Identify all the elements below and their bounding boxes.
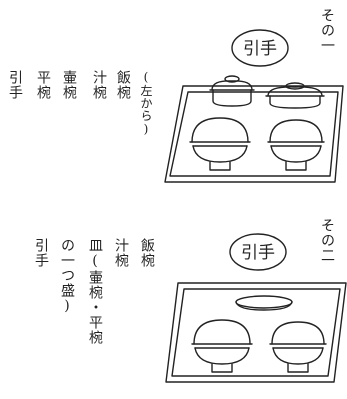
section2-tray — [165, 282, 347, 383]
section2-item-5: 引手 — [33, 238, 49, 268]
section2-hikite-badge — [229, 233, 287, 271]
section1-item-5: 引手 — [7, 70, 23, 100]
section1-badge-label: 引手 — [243, 39, 277, 59]
section1-note: (左から) — [139, 70, 153, 137]
section2-item-3: 皿(壷椀・平椀 — [87, 238, 103, 345]
section2-item-1: 飯椀 — [139, 238, 155, 268]
section1-item-4: 平椀 — [35, 70, 51, 100]
section2-item-2: 汁椀 — [113, 238, 129, 268]
section1-item-3: 壷椀 — [61, 70, 77, 100]
section2-bowl-right — [269, 321, 327, 373]
section2-plate — [235, 295, 293, 311]
section1-bowl-left — [189, 117, 251, 171]
section1-item-1: 飯椀 — [115, 70, 131, 100]
section1-lidded-bowl-left — [209, 75, 255, 107]
section2-bowl-left — [191, 319, 253, 373]
section1-item-2: 汁椀 — [91, 70, 107, 100]
section1-hikite-badge — [231, 29, 289, 67]
section1-lidded-bowl-right — [265, 82, 325, 109]
section1-heading: その一 — [319, 8, 335, 53]
section2-item-4: の一つ盛) — [59, 238, 75, 315]
section2-badge-label: 引手 — [241, 243, 275, 263]
section2-heading: その二 — [319, 218, 335, 263]
section1-bowl-right — [267, 119, 325, 171]
section1-tray — [164, 85, 344, 183]
